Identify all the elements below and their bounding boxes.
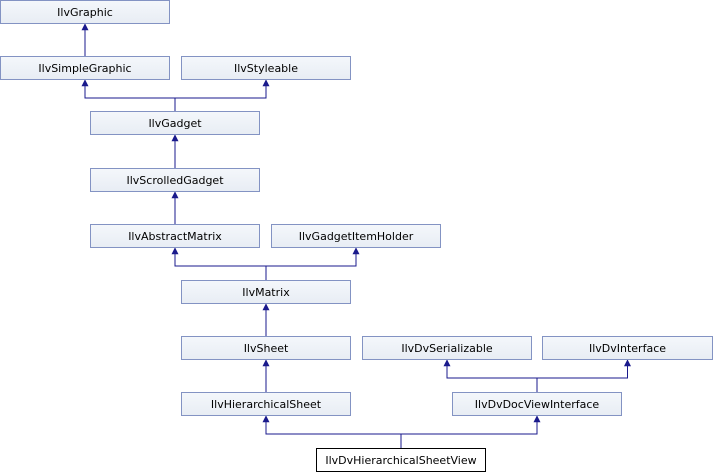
edge-dvdocviewinterface-to-dvinterface [536,359,631,392]
class-node-scrolledgadget[interactable]: IlvScrolledGadget [90,168,260,192]
edge-dvhierarchicalsheetview-to-dvdocviewinterface [400,415,541,448]
class-node-gadgetitemholder[interactable]: IlvGadgetItemHolder [271,224,441,248]
class-node-gadget[interactable]: IlvGadget [90,111,260,135]
class-node-dvhierarchicalsheetview: IlvDvHierarchicalSheetView [316,448,486,472]
class-node-abstractmatrix[interactable]: IlvAbstractMatrix [90,224,260,248]
edge-dvhierarchicalsheetview-to-hierarchicalsheet [262,415,402,448]
class-node-dvinterface[interactable]: IlvDvInterface [542,336,713,360]
edge-matrix-to-abstractmatrix [171,247,267,280]
class-node-sheet[interactable]: IlvSheet [181,336,351,360]
class-node-simplegraphic[interactable]: IlvSimpleGraphic [0,56,170,80]
edge-gadget-to-styleable [174,79,270,111]
edge-matrix-to-gadgetitemholder [265,247,360,280]
class-node-dvdocviewinterface[interactable]: IlvDvDocViewInterface [452,392,622,416]
class-node-graphic[interactable]: IlvGraphic [0,0,170,24]
class-node-matrix[interactable]: IlvMatrix [181,280,351,304]
edge-gadget-to-simplegraphic [81,79,176,111]
class-node-dvserializable[interactable]: IlvDvSerializable [362,336,532,360]
class-node-hierarchicalsheet[interactable]: IlvHierarchicalSheet [181,392,351,416]
edge-dvdocviewinterface-to-dvserializable [443,359,538,392]
class-node-styleable[interactable]: IlvStyleable [181,56,351,80]
